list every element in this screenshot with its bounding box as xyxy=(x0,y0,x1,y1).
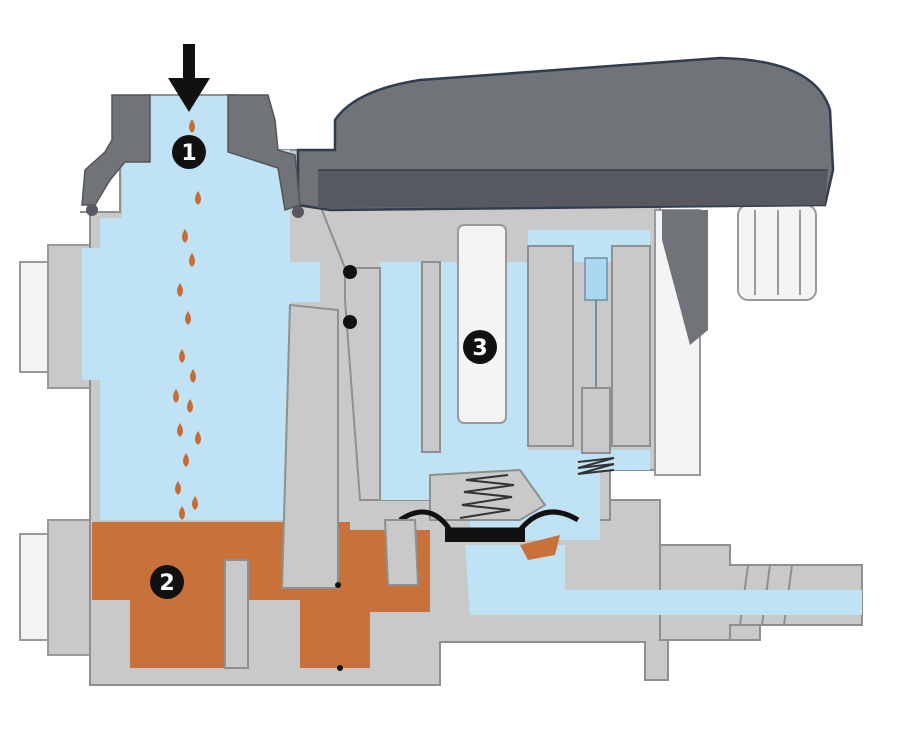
callout-1: 1 xyxy=(172,135,206,169)
diaphragm-assembly xyxy=(383,457,615,586)
droplet-icon xyxy=(195,191,201,205)
o-rings xyxy=(335,265,357,671)
numbered-circle-icon xyxy=(463,330,497,364)
droplet-icon xyxy=(183,453,189,467)
callout-1-label: 1 xyxy=(181,141,196,166)
numbered-circle-icon xyxy=(172,135,206,169)
valve-spring-icon xyxy=(577,457,615,475)
droplet-icon xyxy=(182,229,188,243)
side-bracket-dark xyxy=(662,210,708,345)
droplet-icon xyxy=(179,506,185,520)
oil-chamber xyxy=(92,522,430,668)
droplet-icon xyxy=(173,389,179,403)
callout-3: 3 xyxy=(463,330,497,364)
droplet-icon xyxy=(189,119,195,133)
droplet-icon xyxy=(190,369,196,383)
callout-2-label: 2 xyxy=(159,571,174,596)
inlet-cap xyxy=(81,94,304,218)
cable-gland-icon xyxy=(737,204,817,301)
droplet-icon xyxy=(192,496,198,510)
droplet-icon xyxy=(187,399,193,413)
numbered-circle-icon xyxy=(150,565,184,599)
inlet-arrow-icon xyxy=(168,44,210,112)
electronics-cover xyxy=(296,56,835,212)
spring-icon xyxy=(459,474,515,519)
callout-3-label: 3 xyxy=(472,336,487,361)
droplet-icon xyxy=(175,481,181,495)
droplet-icon xyxy=(179,349,185,363)
droplet-icon xyxy=(177,423,183,437)
callout-2: 2 xyxy=(150,565,184,599)
oil-droplets xyxy=(173,119,201,520)
droplet-icon xyxy=(195,431,201,445)
droplet-icon xyxy=(177,283,183,297)
droplet-icon xyxy=(185,311,191,325)
oil-pillar xyxy=(224,559,249,669)
droplet-icon xyxy=(189,253,195,267)
